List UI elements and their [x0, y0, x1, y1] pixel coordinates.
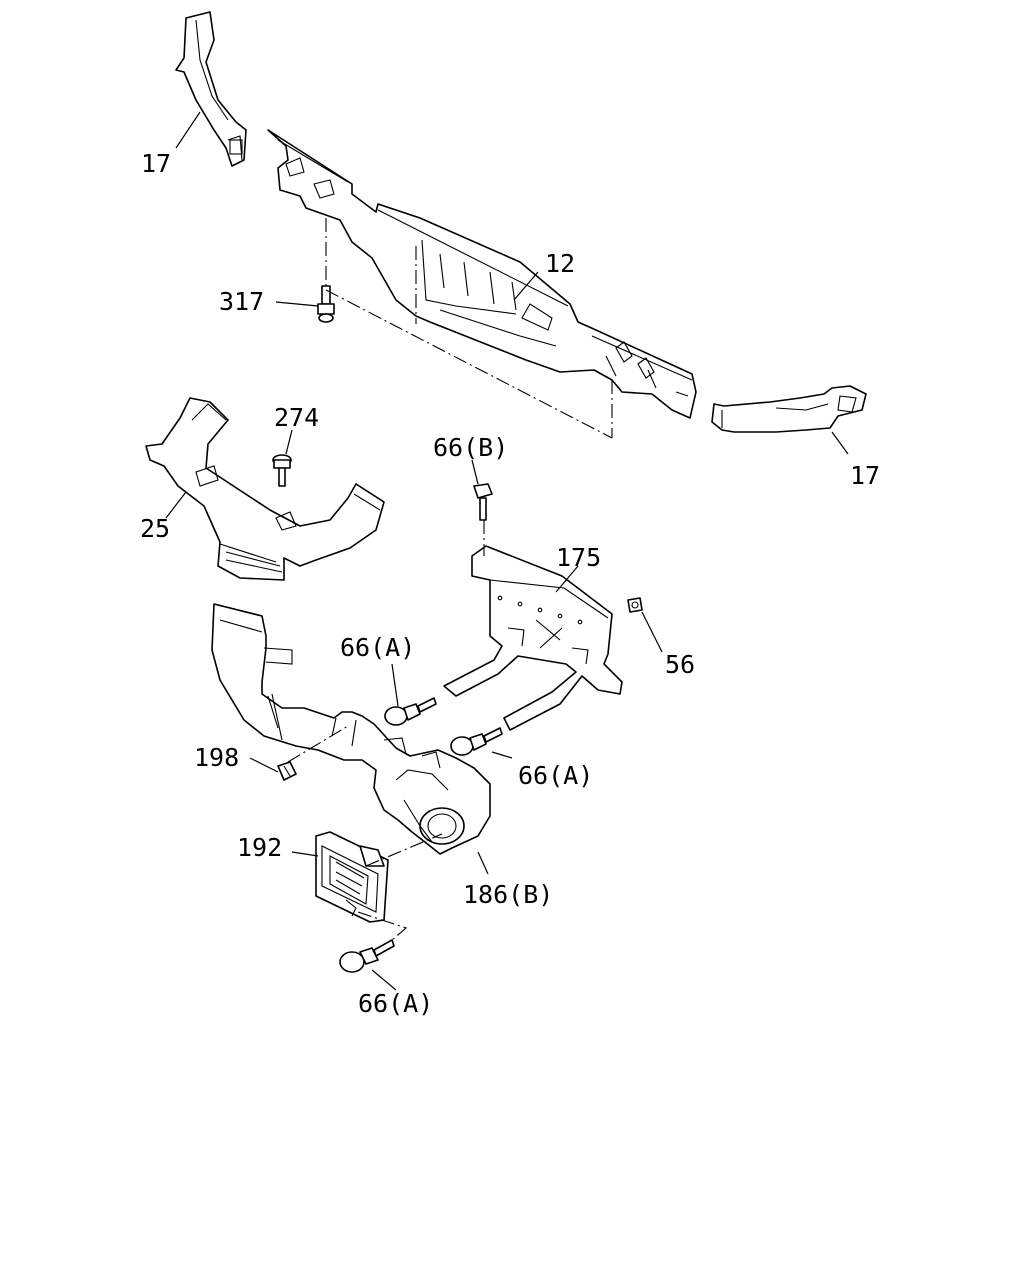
callout-labels: 17 12 317 274 66(B) 17 25 175 66(A) 56 1…	[140, 149, 880, 1018]
part-25-lower-duct[interactable]	[145, 397, 385, 581]
callout-186b: 186(B)	[463, 880, 553, 909]
assembly-lines	[287, 218, 613, 941]
callout-17-left: 17	[141, 149, 171, 178]
part-12-main-duct[interactable]	[267, 129, 697, 419]
callout-25: 25	[140, 514, 170, 543]
part-17-left-duct[interactable]	[175, 11, 247, 167]
part-198-clip[interactable]	[277, 761, 297, 781]
part-66a-bolt-mid[interactable]	[384, 697, 437, 726]
part-66a-bolt-bottom[interactable]	[339, 939, 395, 973]
callout-66a-mid: 66(A)	[340, 633, 415, 662]
part-192-outlet-grille[interactable]	[315, 831, 389, 923]
callout-12: 12	[545, 249, 575, 278]
part-56-nut[interactable]	[627, 597, 643, 613]
callout-317: 317	[219, 287, 264, 316]
callout-66a-bottom: 66(A)	[358, 989, 433, 1018]
part-317-screw[interactable]	[317, 285, 335, 323]
callout-66b: 66(B)	[433, 433, 508, 462]
callout-192: 192	[237, 833, 282, 862]
part-66a-bolt-right[interactable]	[450, 727, 503, 756]
callout-175: 175	[556, 543, 601, 572]
callout-274: 274	[274, 403, 319, 432]
part-175-bracket[interactable]	[443, 545, 623, 731]
part-274-screw[interactable]	[272, 454, 292, 487]
callout-66a-right: 66(A)	[518, 761, 593, 790]
callout-56: 56	[665, 650, 695, 679]
callout-198: 198	[194, 743, 239, 772]
part-186b-flex-hose[interactable]	[211, 603, 491, 855]
part-17-right-duct[interactable]	[711, 385, 867, 433]
callout-17-right: 17	[850, 461, 880, 490]
leader-lines	[165, 111, 849, 991]
part-66b-bolt[interactable]	[473, 483, 493, 521]
